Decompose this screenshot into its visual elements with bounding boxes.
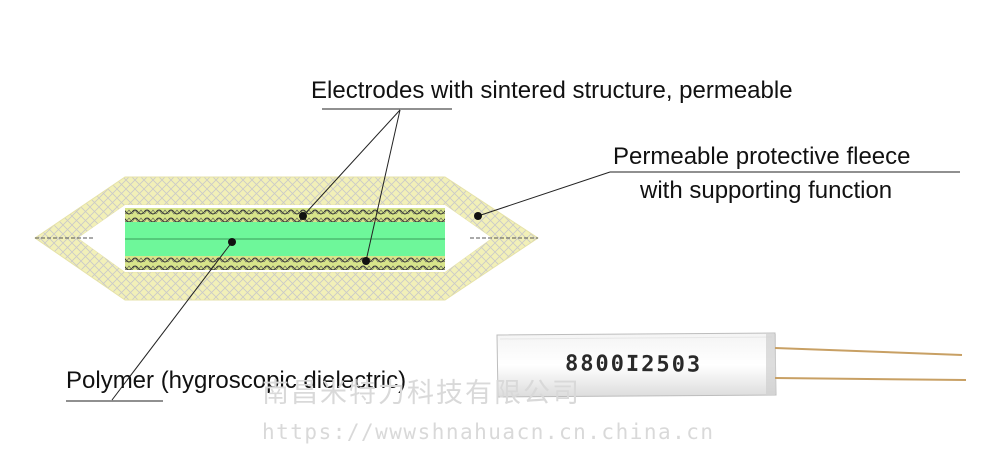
polymer-label: Polymer (hygroscopic dielectric) — [66, 367, 407, 394]
sensor-strip — [496, 332, 777, 398]
leader-lines — [66, 108, 960, 402]
electrode-bottom — [125, 256, 445, 270]
sensor-photo — [496, 332, 967, 398]
fleece-label-line2: with supporting function — [640, 177, 893, 204]
sensor-lead-bottom — [774, 377, 967, 381]
watermark-url: https://wwwshnahuacn.cn.china.cn — [262, 420, 715, 444]
sensor-lead-top — [774, 347, 963, 356]
electrode-bottom-dot — [362, 257, 370, 265]
electrodes-label: Electrodes with sintered structure, perm… — [311, 77, 793, 104]
electrode-top-dot — [299, 212, 307, 220]
fleece-label-line1: Permeable protective fleece — [613, 143, 911, 170]
sensor-code-print: 8800I2503 — [564, 351, 703, 378]
watermark-company: 南昌米特力科技有限公司 — [262, 378, 581, 409]
polymer-dot — [228, 238, 236, 246]
electrode-top — [125, 208, 445, 222]
fleece-dot — [474, 212, 482, 220]
